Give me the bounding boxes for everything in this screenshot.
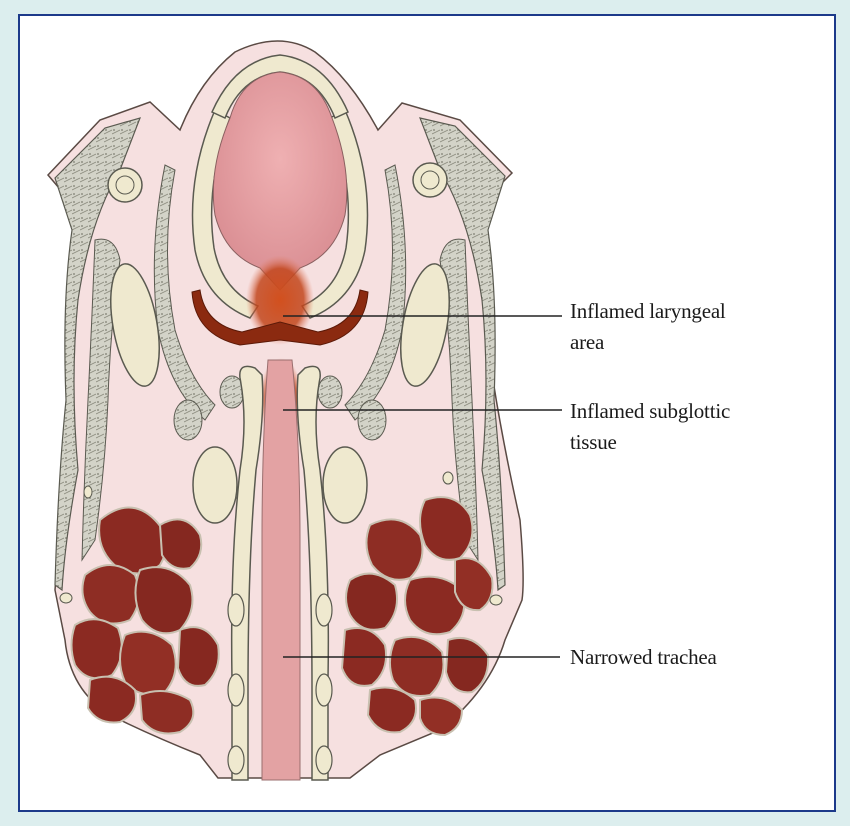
label-inflamed-laryngeal-area: Inflamed laryngeal area: [570, 296, 726, 358]
left-muscle-band: [54, 117, 141, 592]
label-laryngeal-line1: Inflamed laryngeal: [570, 299, 726, 323]
left-thyroid-cartilage: [110, 263, 160, 387]
left-lower-cartilage: [192, 446, 238, 524]
inflamed-vocal-folds: [191, 289, 369, 346]
left-inner-muscle: [153, 164, 216, 421]
label-inflamed-subglottic-tissue: Inflamed subglottic tissue: [570, 396, 730, 458]
right-vessel: [412, 162, 448, 198]
right-thyroid-lobe: [340, 496, 494, 737]
laryngeal-vestibule: [212, 71, 348, 291]
label-laryngeal-line2: area: [570, 330, 605, 354]
left-tracheal-rings: [227, 593, 245, 775]
label-subglottic-line2: tissue: [570, 430, 617, 454]
narrowed-trachea: [261, 359, 301, 781]
label-subglottic-line1: Inflamed subglottic: [570, 399, 731, 423]
left-thyroid-lobe: [70, 506, 220, 735]
label-trachea-text: Narrowed trachea: [570, 645, 717, 669]
left-small-muscle: [173, 399, 203, 441]
right-lower-cartilage: [322, 446, 368, 524]
left-vessel: [107, 167, 143, 203]
right-muscle-band: [419, 117, 506, 592]
lymph-nodes: [59, 471, 503, 606]
right-thyroid-cartilage: [400, 263, 450, 387]
right-small-muscle: [357, 399, 387, 441]
inflamed-laryngeal-area: [246, 255, 314, 345]
label-narrowed-trachea: Narrowed trachea: [570, 642, 717, 673]
right-arytenoid-muscle: [317, 375, 343, 409]
right-inner-muscle: [344, 164, 407, 421]
right-tracheal-rings: [315, 593, 333, 775]
